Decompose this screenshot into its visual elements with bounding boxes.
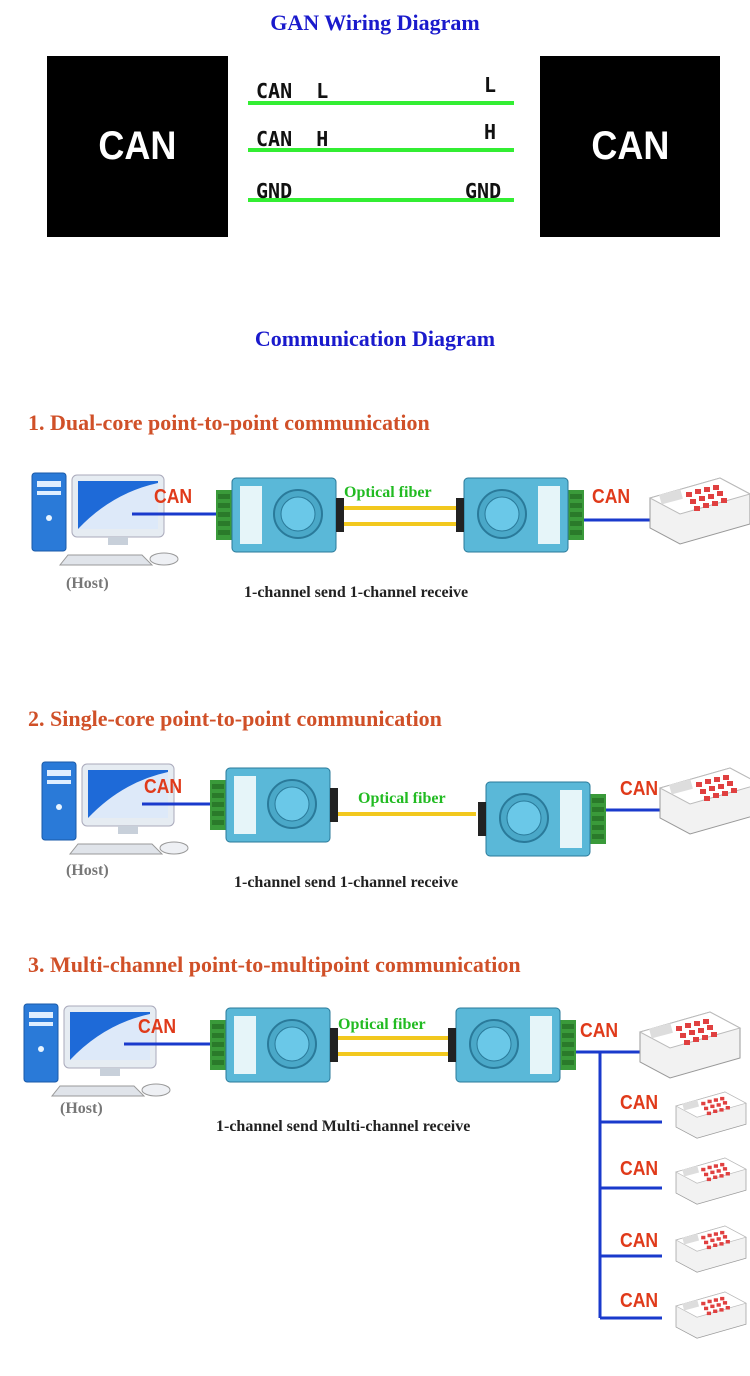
communication-title: Communication Diagram: [254, 326, 496, 351]
section-3-device-2-icon: [675, 1157, 747, 1205]
section-2-host-label: (Host): [66, 862, 109, 879]
wire-can-l: [248, 101, 514, 105]
section-1-converter-left-icon: [215, 477, 345, 553]
section-2-converter-left-icon: [209, 767, 339, 843]
section-3-can-right-label-3: CAN: [620, 1230, 659, 1252]
section-3-converter-left-icon: [209, 1007, 339, 1083]
wire-gnd: [248, 198, 514, 202]
section-2-can-left-label: CAN: [144, 776, 183, 798]
left-can-box-label: CAN: [98, 124, 177, 168]
section-3-can-right-label-4: CAN: [620, 1290, 659, 1312]
wire-label-right-h: H: [484, 120, 497, 144]
wiring-title: GAN Wiring Diagram: [270, 10, 480, 35]
section-1-fiber-label: Optical fiber: [344, 484, 432, 501]
section-3-can-right-label-main: CAN: [580, 1020, 619, 1042]
section-3-title: 3. Multi-channel point-to-multipoint com…: [28, 952, 521, 977]
section-2-fiber-label: Optical fiber: [358, 790, 446, 807]
section-1-converter-right-icon: [455, 477, 585, 553]
section-1-can-left-label: CAN: [154, 486, 193, 508]
wire-label-left-gnd: GND: [256, 179, 293, 203]
section-1-can-right-label: CAN: [592, 486, 631, 508]
wire-can-h: [248, 148, 514, 152]
section-1-host-label: (Host): [66, 575, 109, 592]
section-2-caption: 1-channel send 1-channel receive: [234, 874, 459, 891]
section-3-caption: 1-channel send Multi-channel receive: [216, 1118, 471, 1135]
section-3-device-main-icon: [639, 1011, 741, 1079]
section-2-converter-right-icon: [477, 781, 607, 857]
section-2-device-icon: [659, 767, 750, 835]
section-3-can-left-label: CAN: [138, 1016, 177, 1038]
section-2-can-right-label: CAN: [620, 778, 659, 800]
right-can-box-label: CAN: [590, 124, 669, 168]
wire-label-left-l: CAN L: [256, 79, 329, 103]
wire-label-right-l: L: [484, 73, 497, 97]
wire-label-left-h: CAN H: [256, 127, 329, 151]
section-1-device-icon: [649, 477, 750, 545]
section-3-host-label: (Host): [60, 1100, 103, 1117]
section-3-device-4-icon: [675, 1291, 747, 1339]
section-2-title: 2. Single-core point-to-point communicat…: [28, 706, 442, 731]
right-can-box: CAN: [540, 56, 720, 237]
section-3-device-1-icon: [675, 1091, 747, 1139]
section-3-can-right-label-2: CAN: [620, 1158, 659, 1180]
section-3-converter-right-icon: [447, 1007, 577, 1083]
section-3-device-3-icon: [675, 1225, 747, 1273]
left-can-box: CAN: [47, 56, 228, 237]
section-3-can-right-label-1: CAN: [620, 1092, 659, 1114]
wire-label-right-gnd: GND: [465, 179, 502, 203]
section-1-title: 1. Dual-core point-to-point communicatio…: [28, 410, 430, 435]
section-3-fiber-label: Optical fiber: [338, 1016, 426, 1033]
section-1-caption: 1-channel send 1-channel receive: [244, 584, 469, 601]
